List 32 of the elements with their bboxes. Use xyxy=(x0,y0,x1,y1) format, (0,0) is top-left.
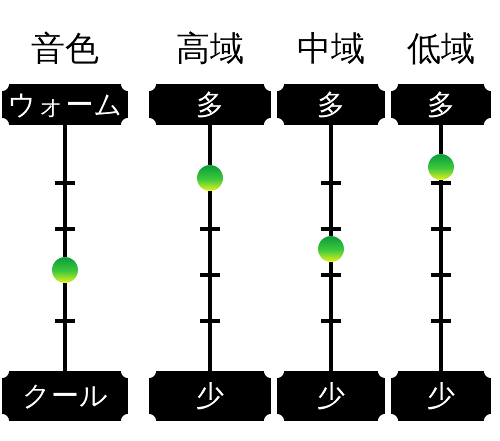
label-plaque xyxy=(391,371,491,421)
label-plaque xyxy=(149,371,271,421)
slider-knob xyxy=(52,257,78,283)
slider-track xyxy=(439,180,443,371)
plaque-label: 多 xyxy=(427,90,455,118)
column-heading: 高域 xyxy=(176,28,244,71)
label-plaque xyxy=(149,84,271,125)
label-plaque xyxy=(2,371,128,421)
slider-track xyxy=(208,125,212,165)
slider-track xyxy=(208,191,212,371)
slider-track xyxy=(63,283,67,371)
slider-track xyxy=(329,262,333,371)
slider-knob xyxy=(318,236,344,262)
plaque-label: 少 xyxy=(317,382,345,410)
column-heading: 音色 xyxy=(31,28,99,71)
slider-knob xyxy=(197,165,223,191)
slider-knob xyxy=(428,154,454,180)
slider-track xyxy=(329,125,333,236)
slider-track xyxy=(63,125,67,257)
label-plaque xyxy=(277,371,385,421)
label-plaque xyxy=(2,84,128,125)
plaque-label: クール xyxy=(22,382,108,410)
slider-track xyxy=(439,125,443,154)
column-heading: 低域 xyxy=(407,28,475,71)
label-plaque xyxy=(391,84,491,125)
plaque-label: 少 xyxy=(196,382,224,410)
plaque-label: 多 xyxy=(196,90,224,118)
plaque-label: 少 xyxy=(427,382,455,410)
label-plaque xyxy=(277,84,385,125)
plaque-label: 多 xyxy=(317,90,345,118)
column-heading: 中域 xyxy=(297,28,365,71)
plaque-label: ウォーム xyxy=(8,90,122,118)
